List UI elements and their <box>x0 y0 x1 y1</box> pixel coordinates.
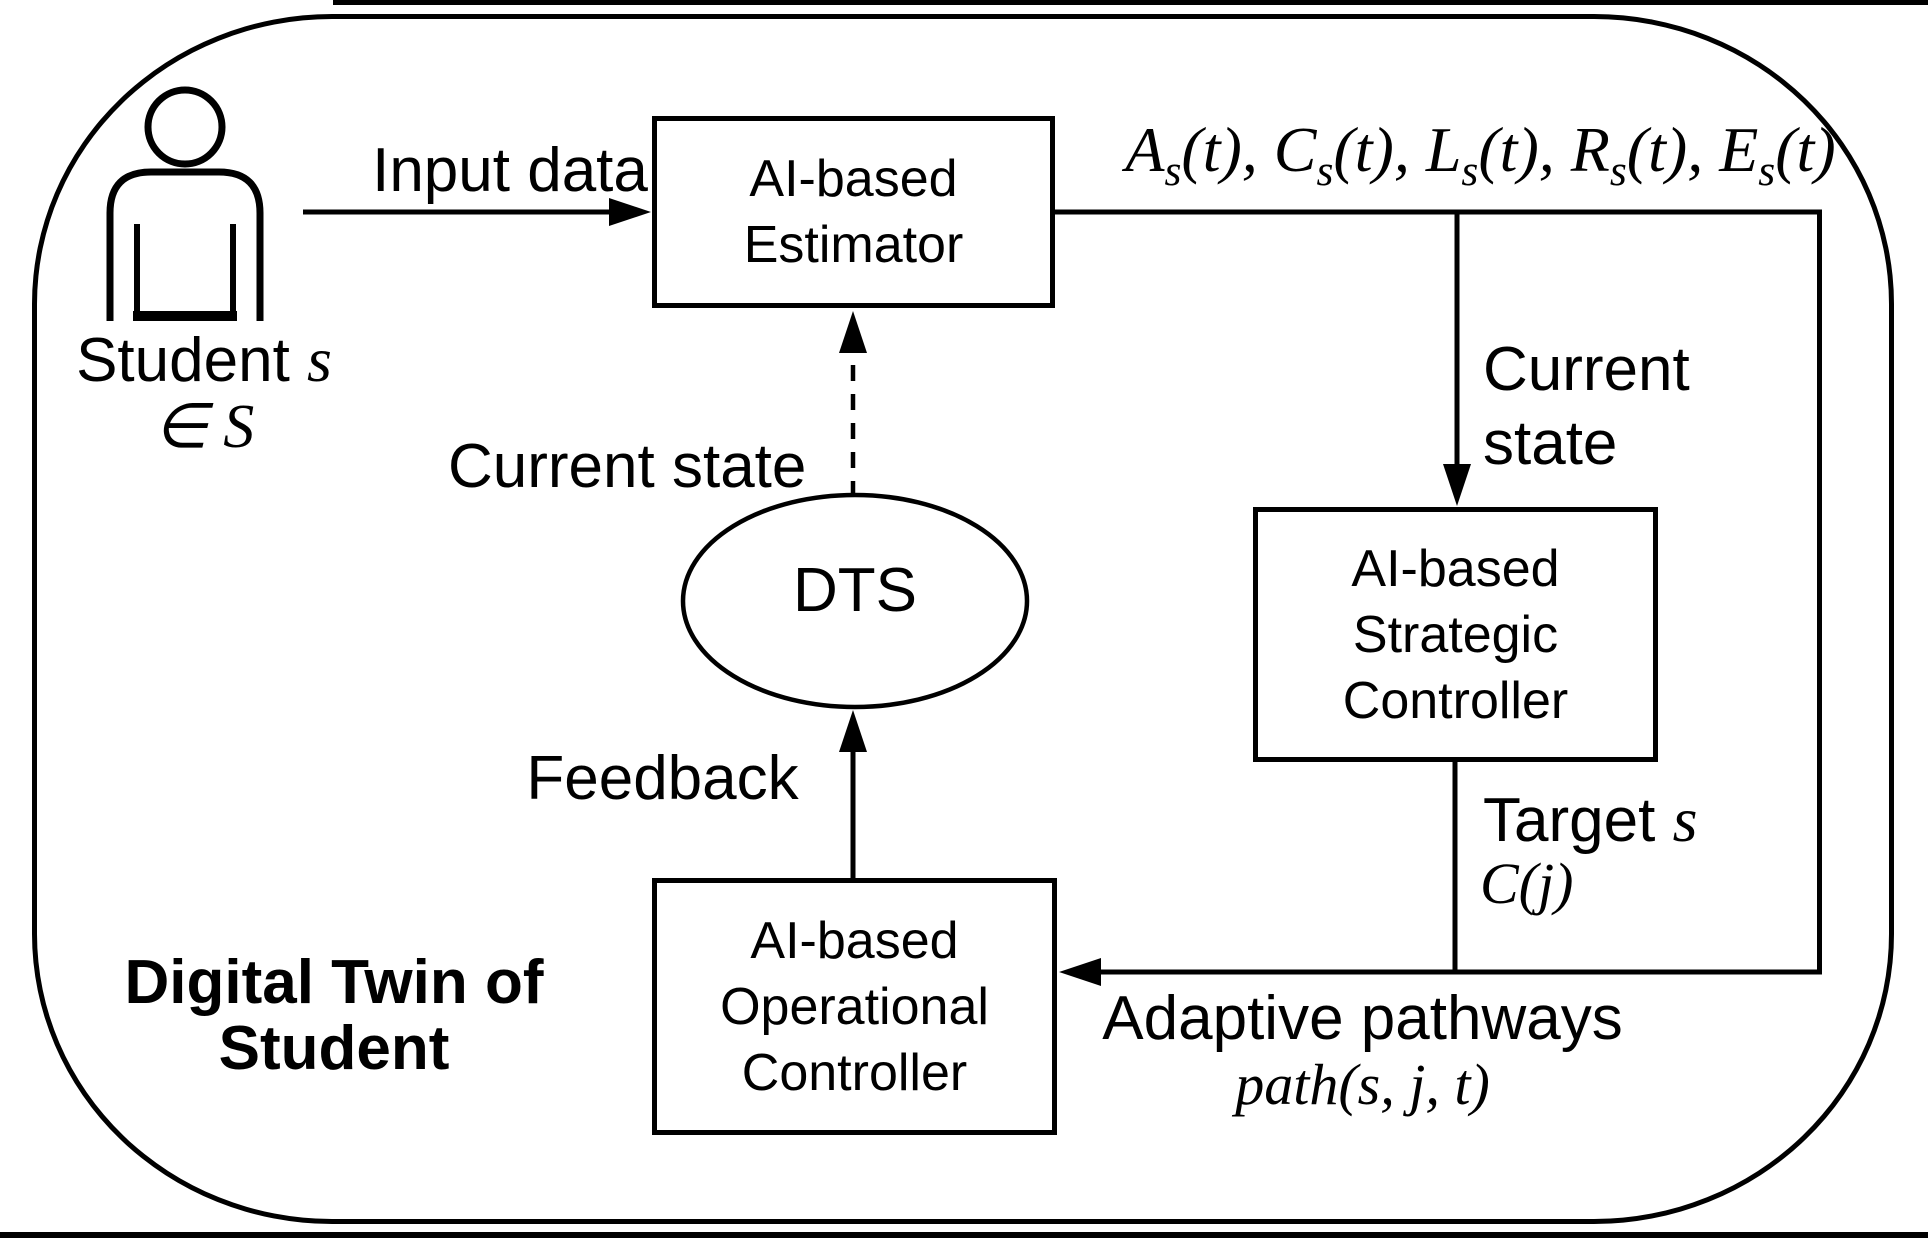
edge-label-input-data: Input data <box>372 136 648 205</box>
edge-label-current-state-dts: Current state <box>448 432 807 501</box>
current-state-arrow <box>1443 212 1471 506</box>
edge-label-current-state-right: Current state <box>1483 335 1690 478</box>
edge-label-adaptive-pathways: Adaptive pathways <box>1102 984 1623 1053</box>
strategic-label-line1: AI-based <box>1351 539 1560 598</box>
bottom-rule <box>0 1232 1928 1238</box>
state-vector-label: As(t), Cs(t), Ls(t), Rs(t), Es(t) <box>1125 114 1836 195</box>
dts-to-estimator-dashed-arrow <box>839 311 867 497</box>
strategic-controller-box: AI-based Strategic Controller <box>1253 507 1658 762</box>
state-route-line <box>1055 209 1822 986</box>
operational-label-line3: Controller <box>741 1043 968 1102</box>
estimator-box: AI-based Estimator <box>652 116 1055 308</box>
student-variable: s <box>307 324 332 395</box>
strategic-label-line2: Strategic <box>1352 605 1559 664</box>
digital-twin-title: Digital Twin of Student <box>124 948 544 1083</box>
operational-controller-box: AI-based Operational Controller <box>652 878 1057 1135</box>
digital-twin-boundary <box>32 14 1894 1224</box>
strategic-label-line3: Controller <box>1342 671 1569 730</box>
estimator-label-line2: Estimator <box>743 216 964 274</box>
top-rule <box>333 0 1928 5</box>
edge-label-feedback: Feedback <box>526 744 799 813</box>
adaptive-pathways-formula: path(s, j, t) <box>1235 1052 1490 1117</box>
student-label: Student s <box>76 324 332 395</box>
target-variable: s <box>1672 784 1698 855</box>
feedback-arrow <box>839 710 867 879</box>
estimator-label-line1: AI-based <box>749 150 958 208</box>
student-membership: ∈ S <box>153 393 255 461</box>
operational-label-line1: AI-based <box>750 911 959 970</box>
edge-label-target: Target s <box>1483 784 1698 855</box>
operational-label-line2: Operational <box>720 977 989 1036</box>
dts-label: DTS <box>793 556 917 625</box>
target-formula: C(j) <box>1480 851 1574 916</box>
input-data-arrow <box>303 198 651 226</box>
